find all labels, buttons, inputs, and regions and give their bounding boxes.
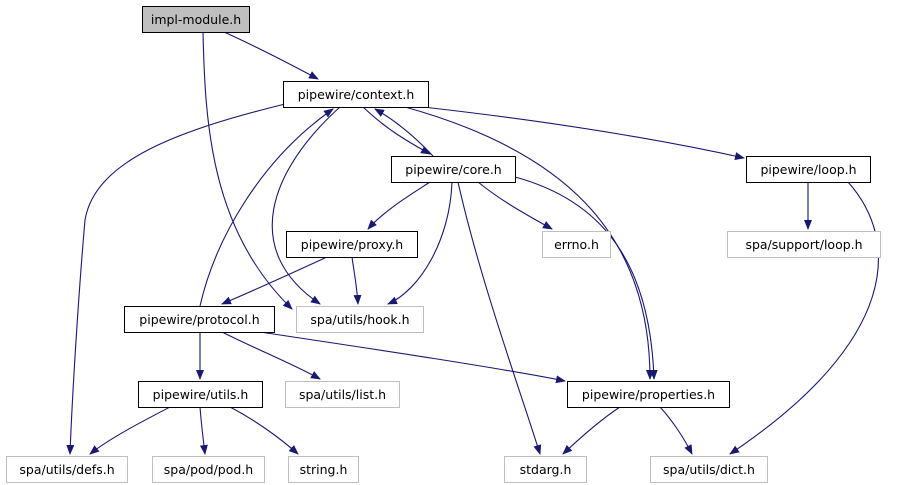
node-defs: spa/utils/defs.h (6, 456, 128, 483)
edge-context-to-properties (404, 106, 654, 380)
node-proxy[interactable]: pipewire/proxy.h (286, 231, 418, 258)
node-label: spa/utils/defs.h (19, 462, 114, 477)
node-box (391, 156, 516, 183)
edge-context-to-hook (271, 106, 341, 305)
node-box (285, 381, 400, 408)
edge-protocol-to-context (199, 108, 334, 307)
node-impl-module[interactable]: impl-module.h (142, 6, 250, 33)
node-box (542, 231, 611, 258)
edge-core-to-errno (477, 181, 553, 230)
node-label: pipewire/proxy.h (301, 237, 403, 252)
edge-proxy-to-hook (351, 256, 362, 305)
node-box (138, 381, 263, 408)
edge-core-to-stdarg (457, 181, 542, 455)
edge-core-to-proxy (367, 181, 431, 230)
node-label: pipewire/core.h (405, 162, 501, 177)
node-box (286, 231, 418, 258)
nodes-layer: impl-module.h pipewire/context.h pipewire/… (6, 6, 881, 483)
node-label: pipewire/utils.h (153, 387, 249, 402)
node-label: spa/pod/pod.h (164, 462, 253, 477)
node-properties[interactable]: pipewire/properties.h (567, 381, 730, 408)
edges-layer (66, 31, 879, 455)
node-label: impl-module.h (151, 12, 241, 27)
edge-protocol-to-list (221, 331, 321, 380)
node-box (283, 81, 429, 108)
node-core[interactable]: pipewire/core.h (391, 156, 516, 183)
edge-proxy-to-protocol (221, 256, 328, 305)
node-loop[interactable]: pipewire/loop.h (746, 156, 871, 183)
edge-utils-to-defs (89, 406, 171, 455)
node-label: errno.h (554, 237, 599, 252)
node-box (746, 156, 871, 183)
node-box (288, 456, 359, 483)
node-box (296, 306, 424, 333)
node-hook: spa/utils/hook.h (296, 306, 424, 333)
edge-impl-module-to-context (223, 31, 319, 80)
edge-context-to-core (362, 106, 431, 155)
node-label: pipewire/context.h (298, 87, 415, 102)
node-context[interactable]: pipewire/context.h (283, 81, 429, 108)
node-dict: spa/utils/dict.h (650, 456, 768, 483)
node-box (152, 456, 265, 483)
node-label: stdarg.h (520, 462, 572, 477)
edge-core-to-hook (387, 181, 453, 305)
node-label: spa/support/loop.h (745, 237, 862, 252)
edge-protocol-to-properties (259, 331, 566, 384)
edge-core-to-properties (514, 176, 658, 380)
node-utils[interactable]: pipewire/utils.h (138, 381, 263, 408)
edge-impl-module-to-hook (202, 31, 293, 310)
node-box (6, 456, 128, 483)
node-label: pipewire/properties.h (582, 387, 715, 402)
node-label: spa/utils/hook.h (310, 312, 409, 327)
edge-utils-to-string (229, 406, 299, 455)
node-stdarg: stdarg.h (504, 456, 587, 483)
edge-loop-to-dict (729, 181, 879, 455)
node-string: string.h (288, 456, 359, 483)
node-box (142, 6, 250, 33)
node-box (124, 306, 275, 333)
node-box (727, 231, 881, 258)
node-errno: errno.h (542, 231, 611, 258)
node-support-loop: spa/support/loop.h (727, 231, 881, 258)
node-label: string.h (300, 462, 348, 477)
edge-context-to-loop (422, 106, 745, 160)
edge-properties-to-dict (659, 406, 693, 455)
node-box (567, 381, 730, 408)
node-label: pipewire/loop.h (760, 162, 856, 177)
edge-context-to-defs (66, 103, 286, 455)
node-box (504, 456, 587, 483)
node-label: spa/utils/dict.h (663, 462, 755, 477)
node-label: spa/utils/list.h (299, 387, 386, 402)
node-pod: spa/pod/pod.h (152, 456, 265, 483)
node-label: pipewire/protocol.h (139, 312, 259, 327)
edge-core-to-context (374, 108, 434, 157)
edge-properties-to-stdarg (562, 406, 621, 455)
node-box (650, 456, 768, 483)
node-list: spa/utils/list.h (285, 381, 400, 408)
node-protocol[interactable]: pipewire/protocol.h (124, 306, 275, 333)
edge-utils-to-pod (199, 406, 208, 455)
